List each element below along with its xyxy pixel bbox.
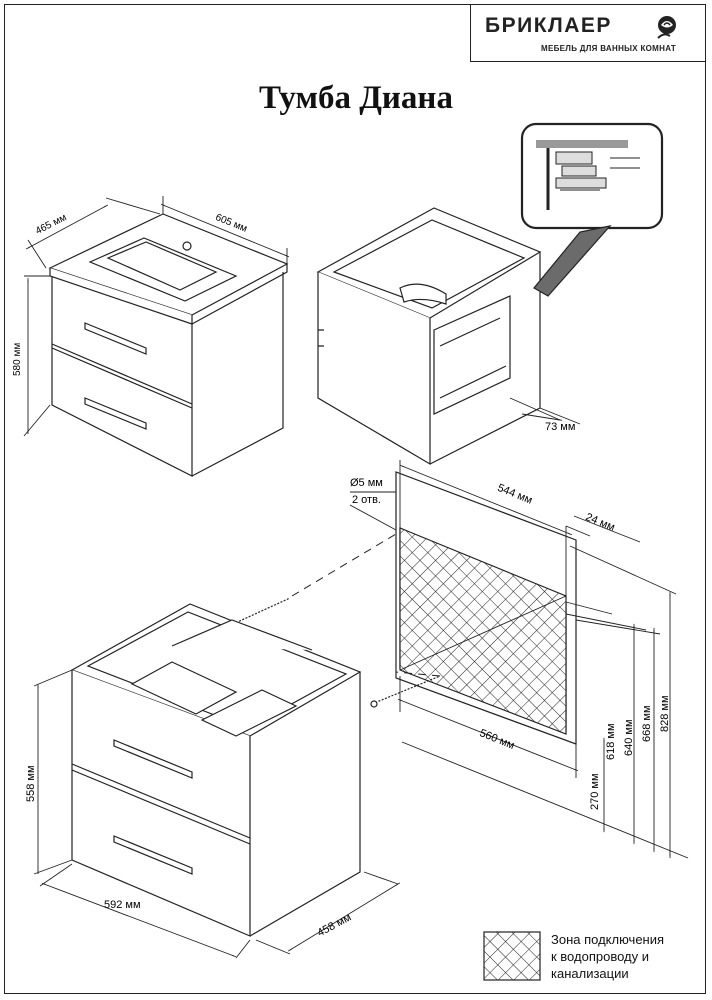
legend: Зона подключения к водопроводу и канализ… [551,931,664,982]
brand-name: БРИКЛАЕР [485,14,612,37]
bottom-cabinet [70,603,362,937]
dim-828: 828 мм [659,695,671,732]
hole-diameter: Ø5 мм [350,477,383,489]
dim-73: 73 мм [545,421,575,433]
brand-tagline: МЕБЕЛЬ ДЛЯ ВАННЫХ КОМНАТ [541,44,677,53]
legend-swatch [483,931,541,981]
hole-count: 2 отв. [352,494,381,506]
legend-line-2: к водопроводу и [551,949,649,964]
screw-path-upper [291,533,397,597]
top-left-cabinet [48,213,289,477]
dimension-lines-top [23,196,290,437]
dim-618: 618 мм [605,723,617,760]
legend-line-3: канализации [551,966,629,981]
top-right-cabinet [316,207,542,466]
panel-dimension-lines [349,460,689,859]
bottom-dimension-lines [33,669,401,959]
drawing-frame [4,4,706,994]
wall-gap-dim [509,397,581,425]
dim-640: 640 мм [623,719,635,756]
legend-line-1: Зона подключения [551,932,665,947]
screw-path-lower [395,671,441,677]
dim-580: 580 мм [12,343,23,376]
mount-detail-callout [520,122,664,297]
dim-668: 668 мм [641,705,653,742]
dim-592: 592 мм [104,899,141,911]
dim-465: 465 мм [34,212,69,237]
dim-558: 558 мм [25,765,37,802]
dim-544: 544 мм [496,482,534,507]
dim-24: 24 мм [584,511,617,534]
dim-605: 605 мм [214,212,249,235]
dim-270: 270 мм [589,773,601,810]
brand-logo: БРИКЛАЕР МЕБЕЛЬ ДЛЯ ВАННЫХ КОМНАТ [470,4,706,62]
page-title: Тумба Диана [259,80,453,116]
dim-560: 560 мм [478,727,516,752]
dim-458: 458 мм [315,911,353,939]
rose-icon [657,16,676,39]
